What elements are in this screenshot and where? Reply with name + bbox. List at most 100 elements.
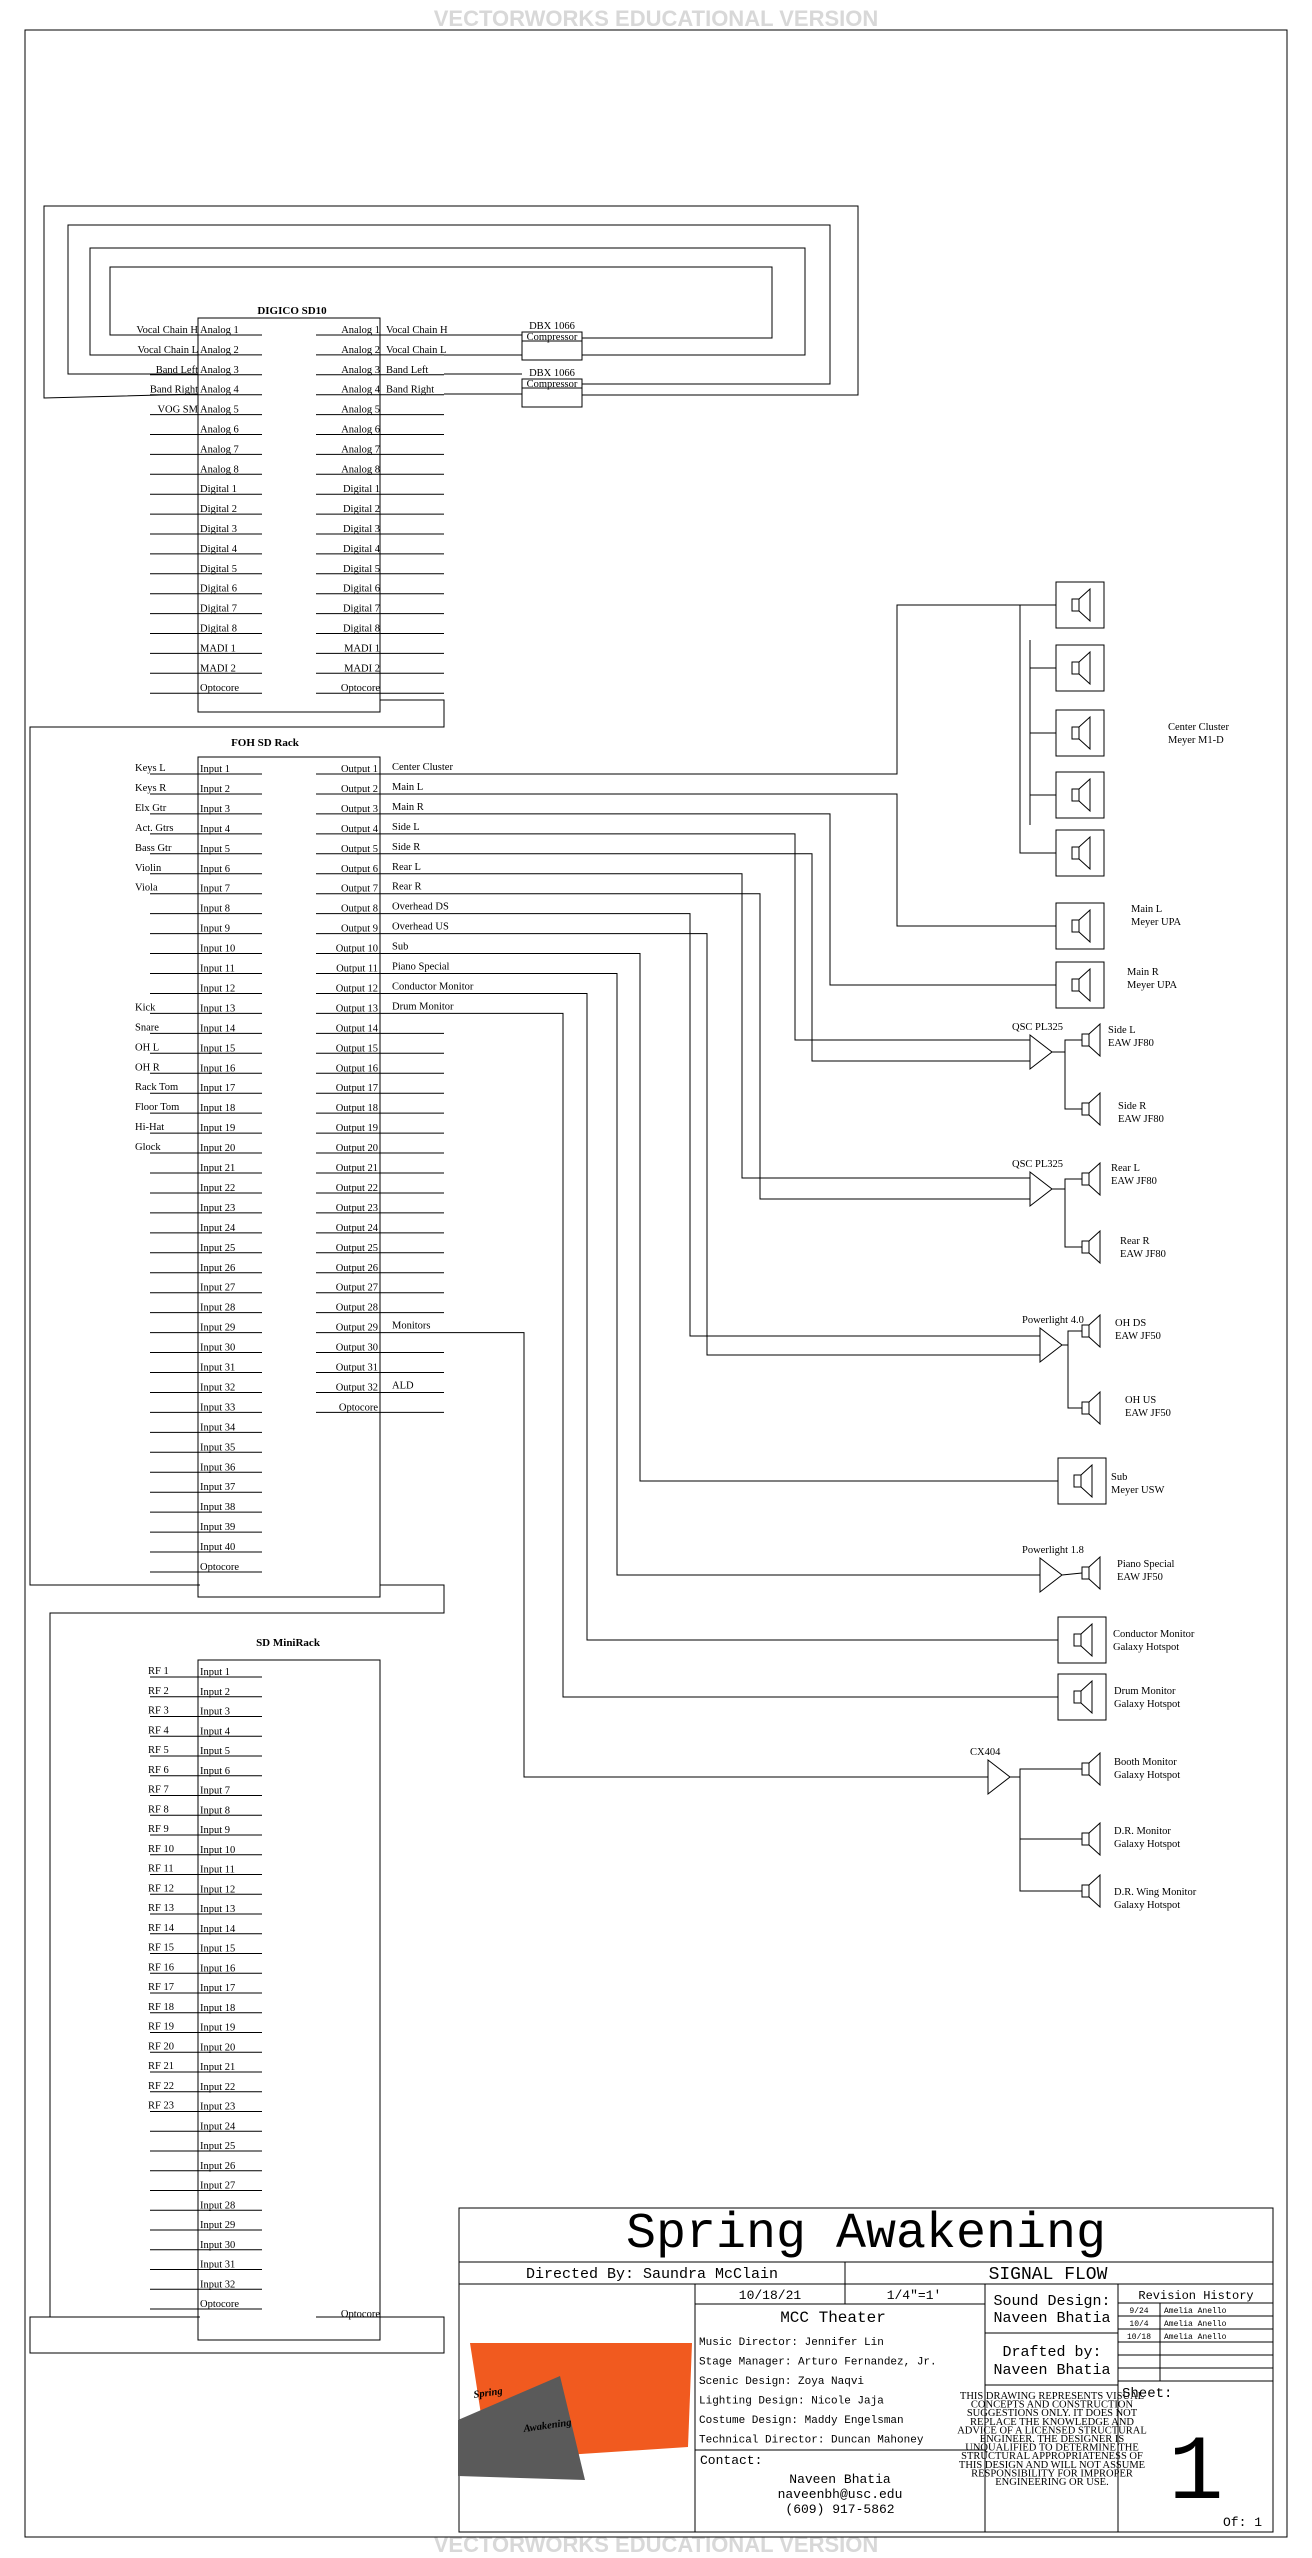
input-source-label: RF 14	[148, 1923, 175, 1934]
rear-r-speaker-icon	[1081, 1229, 1101, 1265]
side-l-name: Side L	[1108, 1025, 1136, 1036]
disclaimer-line: UNQUALIFIED TO DETERMINE THE	[965, 2443, 1139, 2454]
output-port-label: Analog 8	[341, 464, 380, 475]
speaker-cabinet	[1057, 1673, 1107, 1721]
input-source-label: Vocal Chain L	[138, 345, 198, 356]
input-source-label: RF 21	[148, 2061, 174, 2072]
output-port-label: Output 20	[336, 1143, 378, 1154]
compressor-type: Compressor	[527, 332, 578, 343]
input-port-label: Digital 8	[200, 624, 237, 635]
input-source-label: RF 4	[148, 1725, 169, 1736]
oh-ds-name: OH DS	[1115, 1318, 1146, 1329]
input-port-label: Input 1	[200, 764, 230, 775]
sheet-label: Sheet:	[1122, 2386, 1172, 2402]
input-port-label: Input 14	[200, 1924, 236, 1935]
output-dest-label: Center Cluster	[392, 762, 453, 773]
input-source-label: RF 22	[148, 2081, 174, 2092]
input-source-label: OH R	[135, 1062, 160, 1073]
output-port-label: Analog 7	[341, 444, 380, 455]
amp-cx404: CX404	[970, 1747, 1011, 1796]
center-cluster-speaker-icon	[1055, 644, 1105, 692]
wire	[444, 604, 1056, 775]
insert-loop-3	[67, 224, 831, 385]
side-r-name: Side R	[1118, 1101, 1146, 1112]
input-port-label: Input 22	[200, 1183, 235, 1194]
oh-ds-speaker-icon	[1081, 1313, 1101, 1349]
revision-title: Revision History	[1138, 2289, 1253, 2303]
input-port-label: Input 15	[200, 1043, 235, 1054]
center-cluster-speaker-icon	[1055, 709, 1105, 757]
device-title: DIGICO SD10	[257, 305, 327, 317]
speaker-magnet	[1081, 1102, 1090, 1116]
input-port-label: Optocore	[200, 683, 239, 694]
output-port-label: Digital 7	[343, 604, 380, 615]
input-port-label: Input 18	[200, 1103, 235, 1114]
dr-monitor-model: Galaxy Hotspot	[1114, 1839, 1180, 1850]
input-port-label: Input 26	[200, 2161, 235, 2172]
output-port-label: Analog 1	[341, 325, 380, 336]
device-frame	[197, 756, 381, 1598]
speaker-cone	[1088, 1091, 1101, 1127]
speaker-magnet	[1071, 846, 1080, 860]
speaker-cabinet	[1055, 709, 1105, 757]
speaker-magnet	[1071, 919, 1080, 933]
output-dest-label: Sub	[392, 942, 408, 953]
input-port-label: MADI 2	[200, 663, 236, 674]
speaker-cone	[1078, 587, 1091, 623]
speaker-magnet	[1071, 978, 1080, 992]
amplifier-triangle	[987, 1758, 1011, 1796]
output-port-label: Digital 4	[343, 544, 381, 555]
input-port-label: Input 23	[200, 2102, 235, 2113]
speaker-magnet	[1073, 1633, 1082, 1647]
input-port-label: Analog 6	[200, 425, 239, 436]
output-port-label: MADI 1	[344, 643, 380, 654]
output-port-label: Output 26	[336, 1263, 378, 1274]
input-port-label: Input 39	[200, 1522, 235, 1533]
rear-r-name: Rear R	[1120, 1236, 1149, 1247]
wire	[1052, 1178, 1082, 1190]
speaker-magnet	[1073, 1690, 1082, 1704]
booth-monitor-name: Booth Monitor	[1114, 1757, 1177, 1768]
input-port-label: Input 24	[200, 1223, 236, 1234]
wire	[444, 873, 1030, 1179]
input-port-label: Input 4	[200, 1726, 231, 1737]
output-port-label: Output 15	[336, 1043, 378, 1054]
input-port-label: Input 29	[200, 1323, 235, 1334]
conductor-monitor-model: Galaxy Hotspot	[1113, 1642, 1179, 1653]
center-cluster-name: Center Cluster	[1168, 722, 1229, 733]
output-port-label: Output 22	[336, 1183, 378, 1194]
input-port-label: Input 23	[200, 1203, 235, 1214]
insert-loop-2	[89, 247, 806, 356]
input-source-label: RF 3	[148, 1706, 169, 1717]
disclaimer-line: ENGINEER. THE DESIGNER IS	[980, 2434, 1125, 2445]
amplifier-triangle	[1039, 1326, 1063, 1364]
date: 10/18/21	[739, 2288, 802, 2303]
input-port-label: Digital 1	[200, 484, 237, 495]
input-source-label: RF 17	[148, 1982, 174, 1993]
input-port-label: Input 8	[200, 904, 230, 915]
output-port-label: Optocore	[341, 2309, 380, 2320]
disclaimer-line: REPLACE THE KNOWLEDGE AND	[970, 2417, 1134, 2428]
credit-line: Stage Manager: Arturo Fernandez, Jr.	[699, 2357, 937, 2369]
sub-name: Sub	[1111, 1472, 1127, 1483]
compressor-name: DBX 1066	[529, 321, 575, 332]
dr-monitor-speaker-icon	[1081, 1821, 1101, 1857]
input-port-label: Input 21	[200, 2062, 235, 2073]
title-block-frame	[458, 2207, 1274, 2533]
disclaimer-line: THIS DRAWING REPRESENTS VISUAL	[960, 2391, 1144, 2402]
input-source-label: RF 9	[148, 1824, 169, 1835]
oh-us-model: EAW JF50	[1125, 1408, 1171, 1419]
input-source-label: Kick	[135, 1002, 156, 1013]
speaker-magnet	[1081, 1884, 1090, 1898]
output-port-label: Output 5	[341, 844, 378, 855]
revision-name: Amelia Anello	[1164, 2320, 1227, 2329]
output-port-label: Output 14	[336, 1023, 379, 1034]
input-port-label: Input 15	[200, 1944, 235, 1955]
wire	[1010, 1768, 1082, 1778]
input-source-label: RF 15	[148, 1943, 174, 1954]
output-port-label: Analog 4	[341, 385, 381, 396]
input-port-label: Input 2	[200, 784, 230, 795]
show-title: Spring Awakening	[626, 2206, 1106, 2263]
